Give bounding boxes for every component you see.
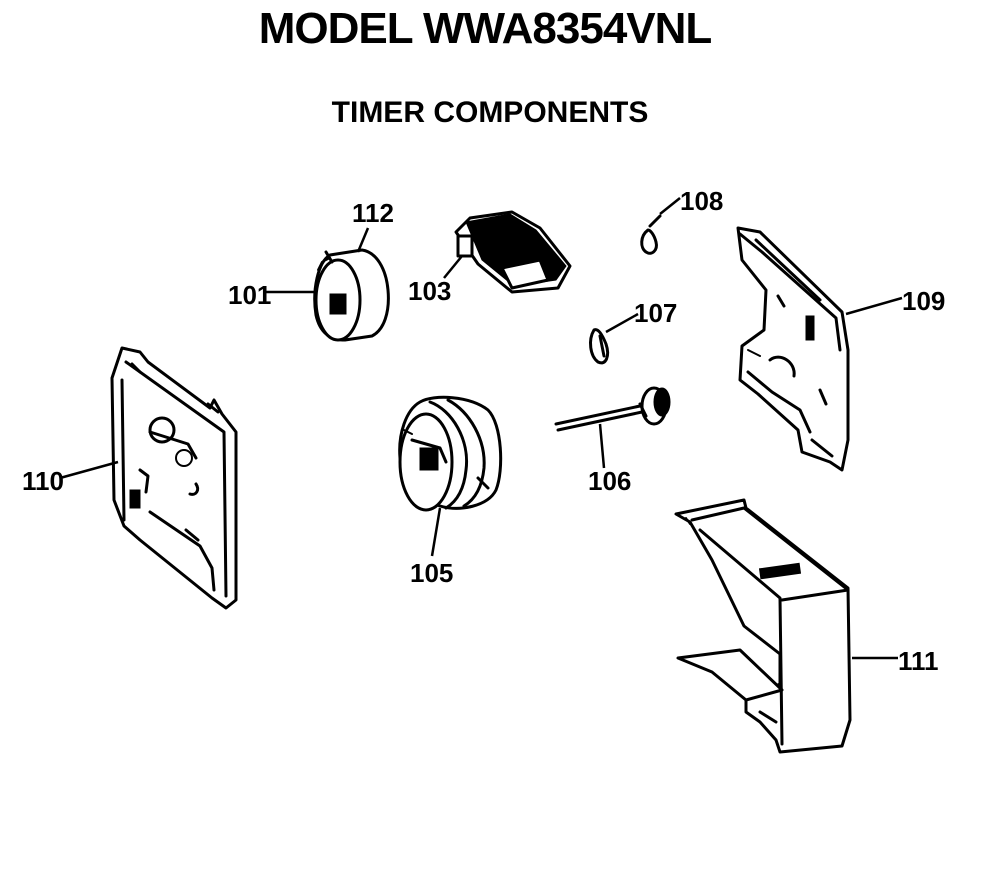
part-connector-block [454,210,572,294]
part-clip [640,214,662,255]
part-motor-plate [110,346,238,610]
part-cam-drum [398,395,503,512]
leader-109 [845,296,903,316]
callout-110: 110 [22,466,64,496]
part-knob-dial [313,248,390,342]
callout-107: 107 [634,298,677,328]
callout-105: 105 [410,558,453,588]
callout-103: 103 [408,276,451,306]
part-cover-bracket [674,498,852,754]
callout-106: 106 [588,466,631,496]
callout-108: 108 [680,186,723,216]
callout-101: 101 [228,280,271,310]
leader-103 [443,255,463,279]
callout-112: 112 [352,198,394,228]
leader-107 [605,312,639,334]
part-shaft [554,386,671,432]
section-subtitle: TIMER COMPONENTS [331,96,649,129]
callout-111: 111 [898,646,939,676]
part-spring-clip [589,328,610,365]
part-bracket-plate [736,226,850,472]
leader-105 [430,507,442,557]
leader-106 [598,423,606,469]
leader-108 [659,197,681,215]
model-title: MODEL WWA8354VNL [258,4,713,53]
leader-110 [59,460,119,480]
callout-109: 109 [902,286,945,316]
leader-112 [356,227,370,253]
